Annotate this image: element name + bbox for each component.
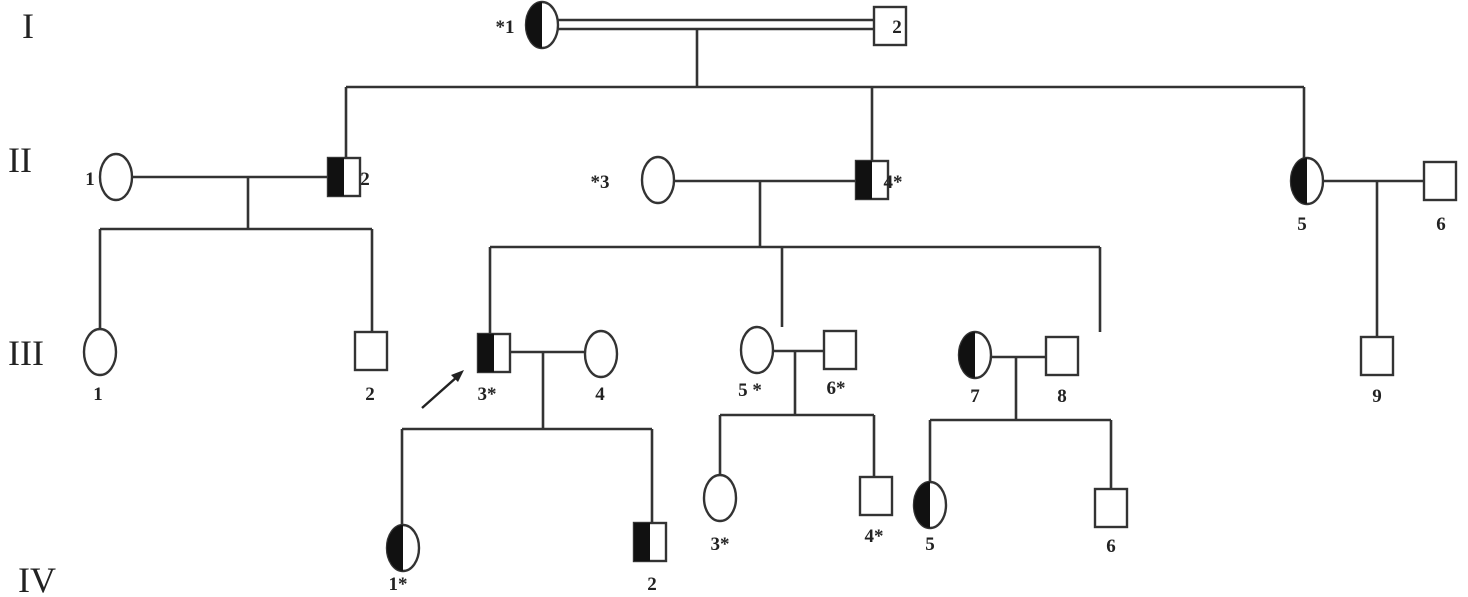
individual-iv-1: 1* — [385, 523, 421, 595]
generation-label-i: I — [22, 6, 34, 46]
individual-label: 3* — [478, 384, 497, 405]
affected-half-fill — [387, 525, 403, 571]
individual-label: 4* — [865, 526, 884, 547]
female-circle-icon — [98, 152, 134, 202]
individual-label: *3 — [591, 172, 610, 193]
connector-lines — [98, 18, 1424, 525]
affected-half-fill — [634, 523, 650, 561]
individual-i-1: *1 — [496, 0, 560, 50]
individual-ii-5: 5 — [1289, 156, 1325, 235]
individual-iii-3: 3* — [421, 332, 512, 409]
individual-label: 7 — [970, 386, 980, 407]
individual-label: 8 — [1057, 386, 1067, 407]
affected-half-fill — [478, 334, 494, 372]
individual-label: 6 — [1436, 214, 1446, 235]
proband-arrowhead-icon — [451, 370, 464, 382]
individual-ii-2: 2 — [326, 156, 370, 198]
individual-label: 5 — [925, 534, 935, 555]
generation-label-iii: III — [8, 333, 44, 373]
individual-iv-2: 2 — [632, 521, 668, 595]
female-circle-icon — [82, 327, 118, 377]
individual-iv-5: 5 — [912, 480, 948, 555]
individual-label: 9 — [1372, 386, 1382, 407]
affected-half-fill — [1291, 158, 1307, 204]
individual-iii-4: 4 — [583, 329, 619, 405]
individual-label: 2 — [892, 17, 902, 38]
individual-label: 4 — [595, 384, 605, 405]
female-circle-icon — [583, 329, 619, 379]
individual-iii-9: 9 — [1359, 335, 1395, 407]
male-square-icon — [1359, 335, 1395, 377]
individual-iii-1: 1 — [82, 327, 118, 405]
individual-iii-6: 6* — [822, 329, 858, 399]
male-square-icon — [1044, 335, 1080, 377]
affected-half-fill — [959, 332, 975, 378]
generation-label-ii: II — [8, 140, 32, 180]
female-circle-icon — [739, 325, 775, 375]
individual-label: 5 * — [738, 380, 762, 401]
male-square-icon — [1422, 160, 1458, 202]
individual-ii-4: 4* — [854, 159, 903, 201]
generation-label-iv: IV — [18, 560, 56, 597]
individual-label: 1 — [93, 384, 103, 405]
female-circle-icon — [702, 473, 738, 523]
individual-iii-5: 5 * — [738, 325, 775, 401]
male-square-icon — [872, 5, 908, 47]
individual-iii-7: 7 — [957, 330, 993, 407]
individual-i-2: 2 — [872, 5, 908, 47]
individual-label: 2 — [365, 384, 375, 405]
individual-iv-4: 4* — [858, 475, 894, 547]
individual-label: 3* — [711, 534, 730, 555]
male-square-icon — [858, 475, 894, 517]
individual-label: 2 — [647, 574, 657, 595]
individual-ii-1: 1 — [85, 152, 134, 202]
proband-arrow-icon — [421, 375, 459, 409]
individual-label: 2 — [360, 169, 370, 190]
female-circle-icon — [640, 155, 676, 205]
affected-half-fill — [914, 482, 930, 528]
affected-half-fill — [328, 158, 344, 196]
individual-label: *1 — [496, 17, 515, 38]
individual-iv-6: 6 — [1093, 487, 1129, 557]
individual-label: 1 — [85, 169, 95, 190]
individual-label: 5 — [1297, 214, 1307, 235]
individual-label: 6* — [827, 378, 846, 399]
affected-half-fill — [526, 2, 542, 48]
individual-label: 4* — [884, 172, 903, 193]
individual-iv-3: 3* — [702, 473, 738, 555]
affected-half-fill — [856, 161, 872, 199]
individual-iii-2: 2 — [353, 330, 389, 405]
individuals: *1 2 1 2 *3 4* 5 6 1 2 3* 4 5 * 6* 7 8 9 1* 2 3* 4* 5 6 — [82, 0, 1458, 595]
individual-ii-3: *3 — [591, 155, 676, 205]
individual-ii-6: 6 — [1422, 160, 1458, 235]
male-square-icon — [353, 330, 389, 372]
individual-iii-8: 8 — [1044, 335, 1080, 407]
male-square-icon — [822, 329, 858, 371]
male-square-icon — [1093, 487, 1129, 529]
individual-label: 6 — [1106, 536, 1116, 557]
individual-label: 1* — [389, 574, 408, 595]
